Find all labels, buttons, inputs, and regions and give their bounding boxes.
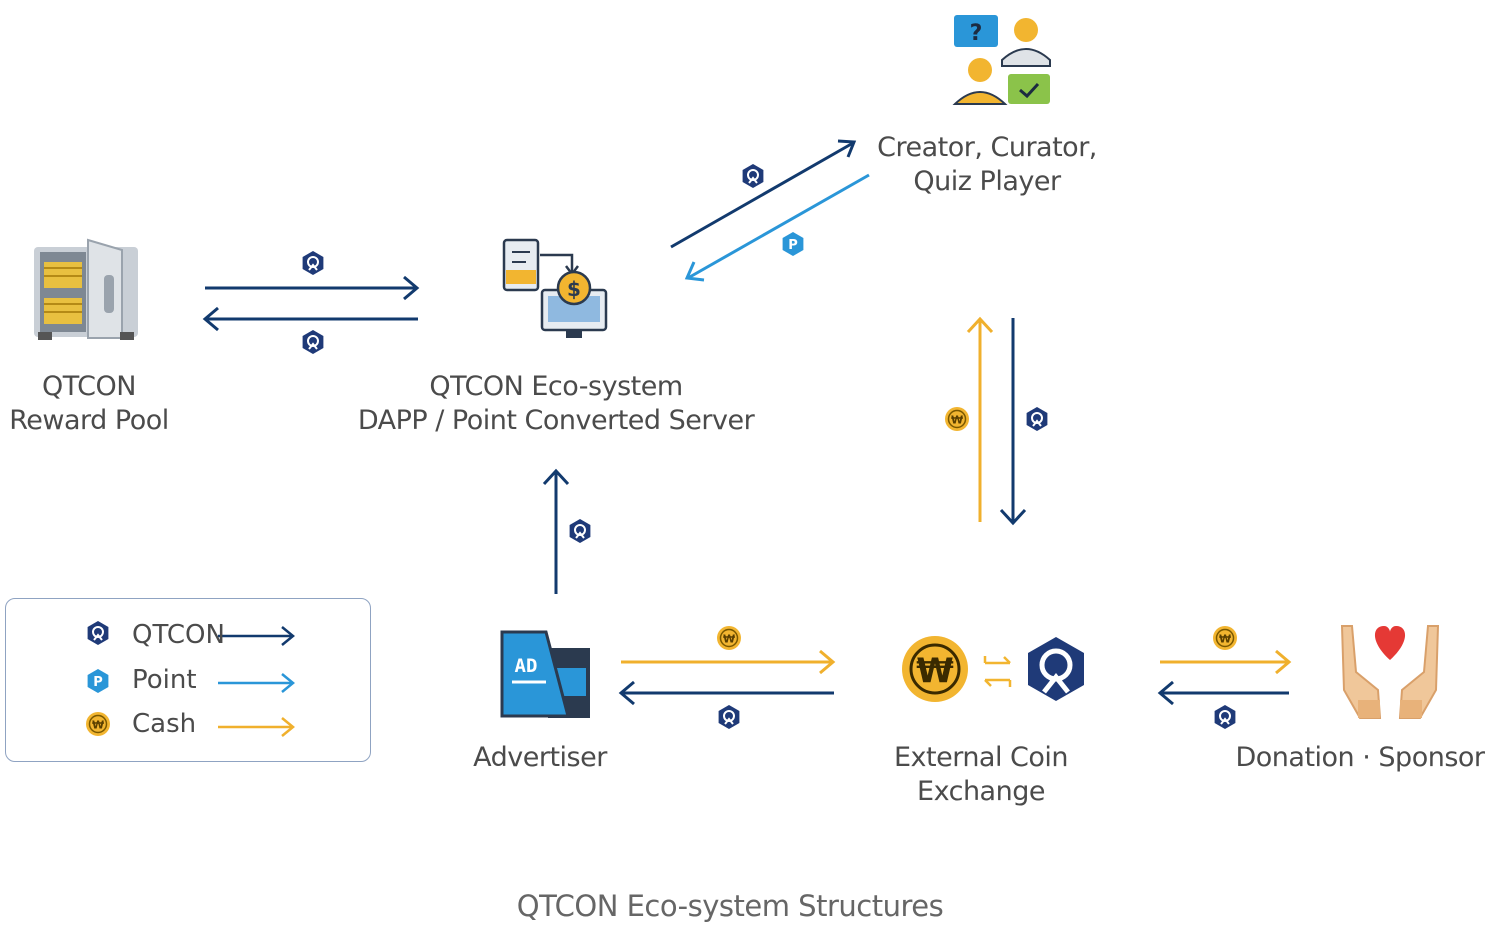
legend-cash-symbol [85, 711, 295, 737]
arrow-server-to-creator [670, 139, 857, 249]
svg-text:₩: ₩ [916, 651, 954, 691]
legend [5, 598, 371, 762]
svg-text:AD: AD [515, 655, 538, 677]
people-quiz-icon: ? [952, 15, 1051, 105]
donation-label: Donation · Sponsor [1235, 742, 1485, 773]
exchange-line1: External Coin [893, 742, 1069, 773]
arrow-exchange-to-creator [966, 316, 994, 522]
advertiser-label: Advertiser [473, 742, 607, 773]
reward-pool-line1: QTCON [42, 371, 136, 402]
legend-point-symbol [87, 669, 295, 693]
diagram-caption: QTCON Eco-system Structures [516, 889, 944, 923]
arrow-advertiser-to-exchange [621, 649, 836, 675]
legend-cash-label: Cash [132, 709, 197, 739]
legend-qtcon-label: QTCON [132, 620, 225, 650]
exchange-arrows-icon [983, 656, 1012, 687]
arrow-creator-to-exchange [999, 318, 1027, 526]
arrow-advertiser-to-server [542, 468, 570, 594]
server-line2: DAPP / Point Converted Server [357, 405, 755, 436]
svg-text:?: ? [970, 21, 983, 46]
server-icon: $ [502, 238, 608, 338]
legend-qtcon-symbol [86, 620, 295, 646]
arrow-exchange-to-advertiser [618, 680, 834, 706]
creator-label: Creator, Curator, Quiz Player [862, 131, 1112, 199]
server-label: QTCON Eco-system DAPP / Point Converted … [340, 370, 772, 438]
server-line1: QTCON Eco-system [429, 371, 683, 402]
arrow-donation-to-exchange [1157, 680, 1289, 706]
safe-icon [34, 238, 138, 340]
exchange-line2: Exchange [917, 776, 1045, 807]
reward-pool-line2: Reward Pool [9, 405, 169, 436]
arrow-exchange-to-donation [1160, 649, 1292, 675]
won-coin-icon: ₩ [902, 636, 968, 702]
creator-line2: Quiz Player [913, 166, 1061, 197]
qtcon-coin-icon [1028, 637, 1084, 701]
arrow-pool-to-server [205, 275, 420, 301]
exchange-label: External Coin Exchange [870, 741, 1092, 809]
heart-hands-icon [1340, 625, 1440, 719]
svg-text:$: $ [567, 277, 581, 301]
reward-pool-label: QTCON Reward Pool [0, 370, 178, 438]
ad-icon: AD [500, 630, 590, 718]
arrow-server-to-pool [202, 306, 418, 332]
creator-line1: Creator, Curator, [877, 132, 1097, 163]
arrow-creator-to-server [684, 173, 870, 282]
legend-point-label: Point [132, 665, 197, 695]
